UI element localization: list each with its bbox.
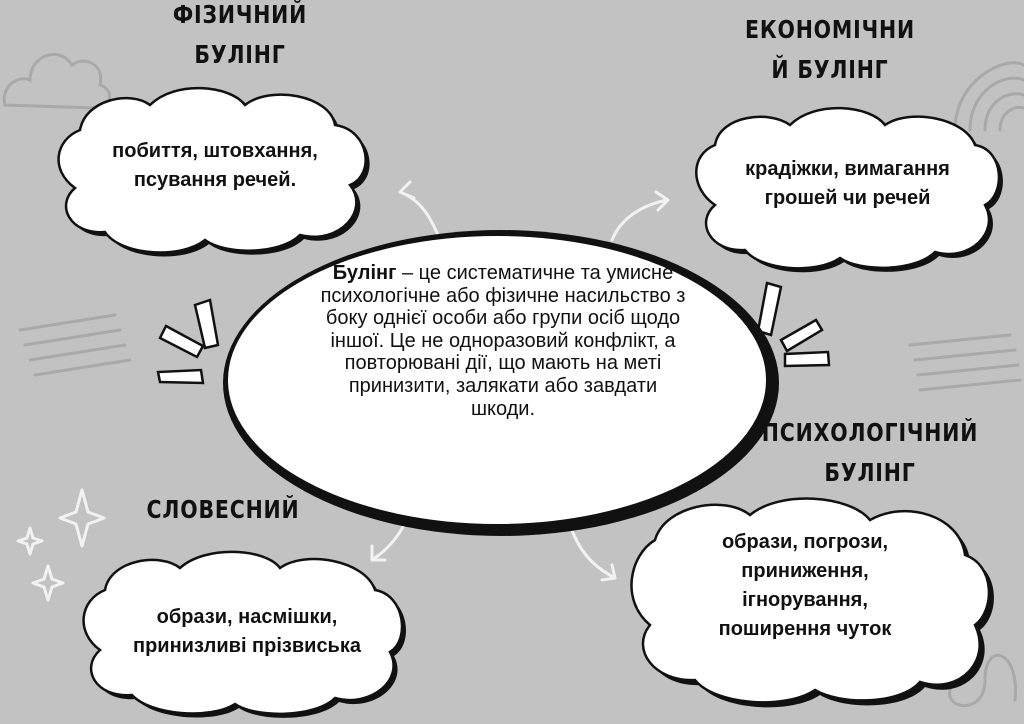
heading-economic-line1: Економічни: [745, 15, 915, 44]
physical-description-line1: побиття, штовхання,: [112, 140, 318, 162]
verbal-description: образи, насмішки, принизливі прізвиська: [92, 603, 402, 661]
scribble-lines-right: [908, 333, 1022, 392]
bullying-definition: Булінг – це систематичне та умисне психо…: [318, 262, 688, 420]
arrow-to-economic-icon: [610, 190, 670, 242]
emphasis-strokes-left: [156, 298, 220, 385]
cloud-doodle-icon: [2, 52, 111, 110]
sparkle-small-icon: [16, 526, 44, 556]
arrow-to-physical-icon: [398, 180, 442, 242]
term-bold: Булінг: [332, 262, 397, 284]
heading-psychological: Психологічний булінг: [759, 413, 980, 493]
connector-arrows: [370, 180, 670, 582]
economic-description-line2: грошей чи речей: [764, 187, 931, 209]
sparkle-icons: [16, 488, 106, 602]
psychological-description-line4: поширення чуток: [718, 618, 892, 640]
heading-physical-line2: булінг: [194, 40, 286, 69]
arrow-to-psychological-icon: [568, 523, 617, 582]
emphasis-strokes-right: [756, 281, 831, 368]
background-doodles: [2, 52, 1024, 708]
center-bubble: [223, 230, 779, 536]
economic-description-line1: крадіжки, вимагання: [745, 158, 950, 180]
psychological-description: образи, погрози, приниження, ігнорування…: [660, 528, 950, 644]
heading-verbal-line1: Словесний: [146, 495, 300, 524]
psychological-description-line1: образи, погрози,: [721, 531, 889, 553]
heading-physical: Фізичний булінг: [166, 0, 314, 75]
heading-psychological-line1: Психологічний: [761, 418, 979, 447]
heading-economic-line2: й булінг: [771, 55, 889, 84]
economic-description: крадіжки, вимагання грошей чи речей: [700, 155, 995, 213]
heading-physical-line1: Фізичний: [172, 0, 308, 29]
verbal-description-line1: образи, насмішки,: [156, 606, 338, 628]
physical-description-line2: псування речей.: [133, 169, 297, 191]
heading-psychological-line2: булінг: [824, 458, 916, 487]
heading-economic: Економічни й булінг: [740, 10, 920, 90]
cloud-economic: [695, 106, 1003, 273]
cloud-verbal: [82, 550, 407, 718]
sparkle-large-icon: [58, 488, 106, 548]
cloud-physical: [57, 86, 370, 257]
physical-description: побиття, штовхання, псування речей.: [70, 137, 360, 195]
psychological-description-line2: приниження,: [741, 560, 869, 582]
heading-verbal: Словесний: [145, 490, 301, 530]
sparkle-medium-icon: [31, 564, 65, 602]
cloud-psychological: [630, 497, 994, 708]
verbal-description-line2: принизливі прізвиська: [133, 635, 361, 657]
scribble-lines-left: [18, 313, 132, 377]
psychological-description-line3: ігнорування,: [742, 589, 868, 611]
rainbow-doodle-icon: [953, 61, 1024, 132]
definition-text: – це систематичне та умисне психологічне…: [320, 262, 686, 420]
